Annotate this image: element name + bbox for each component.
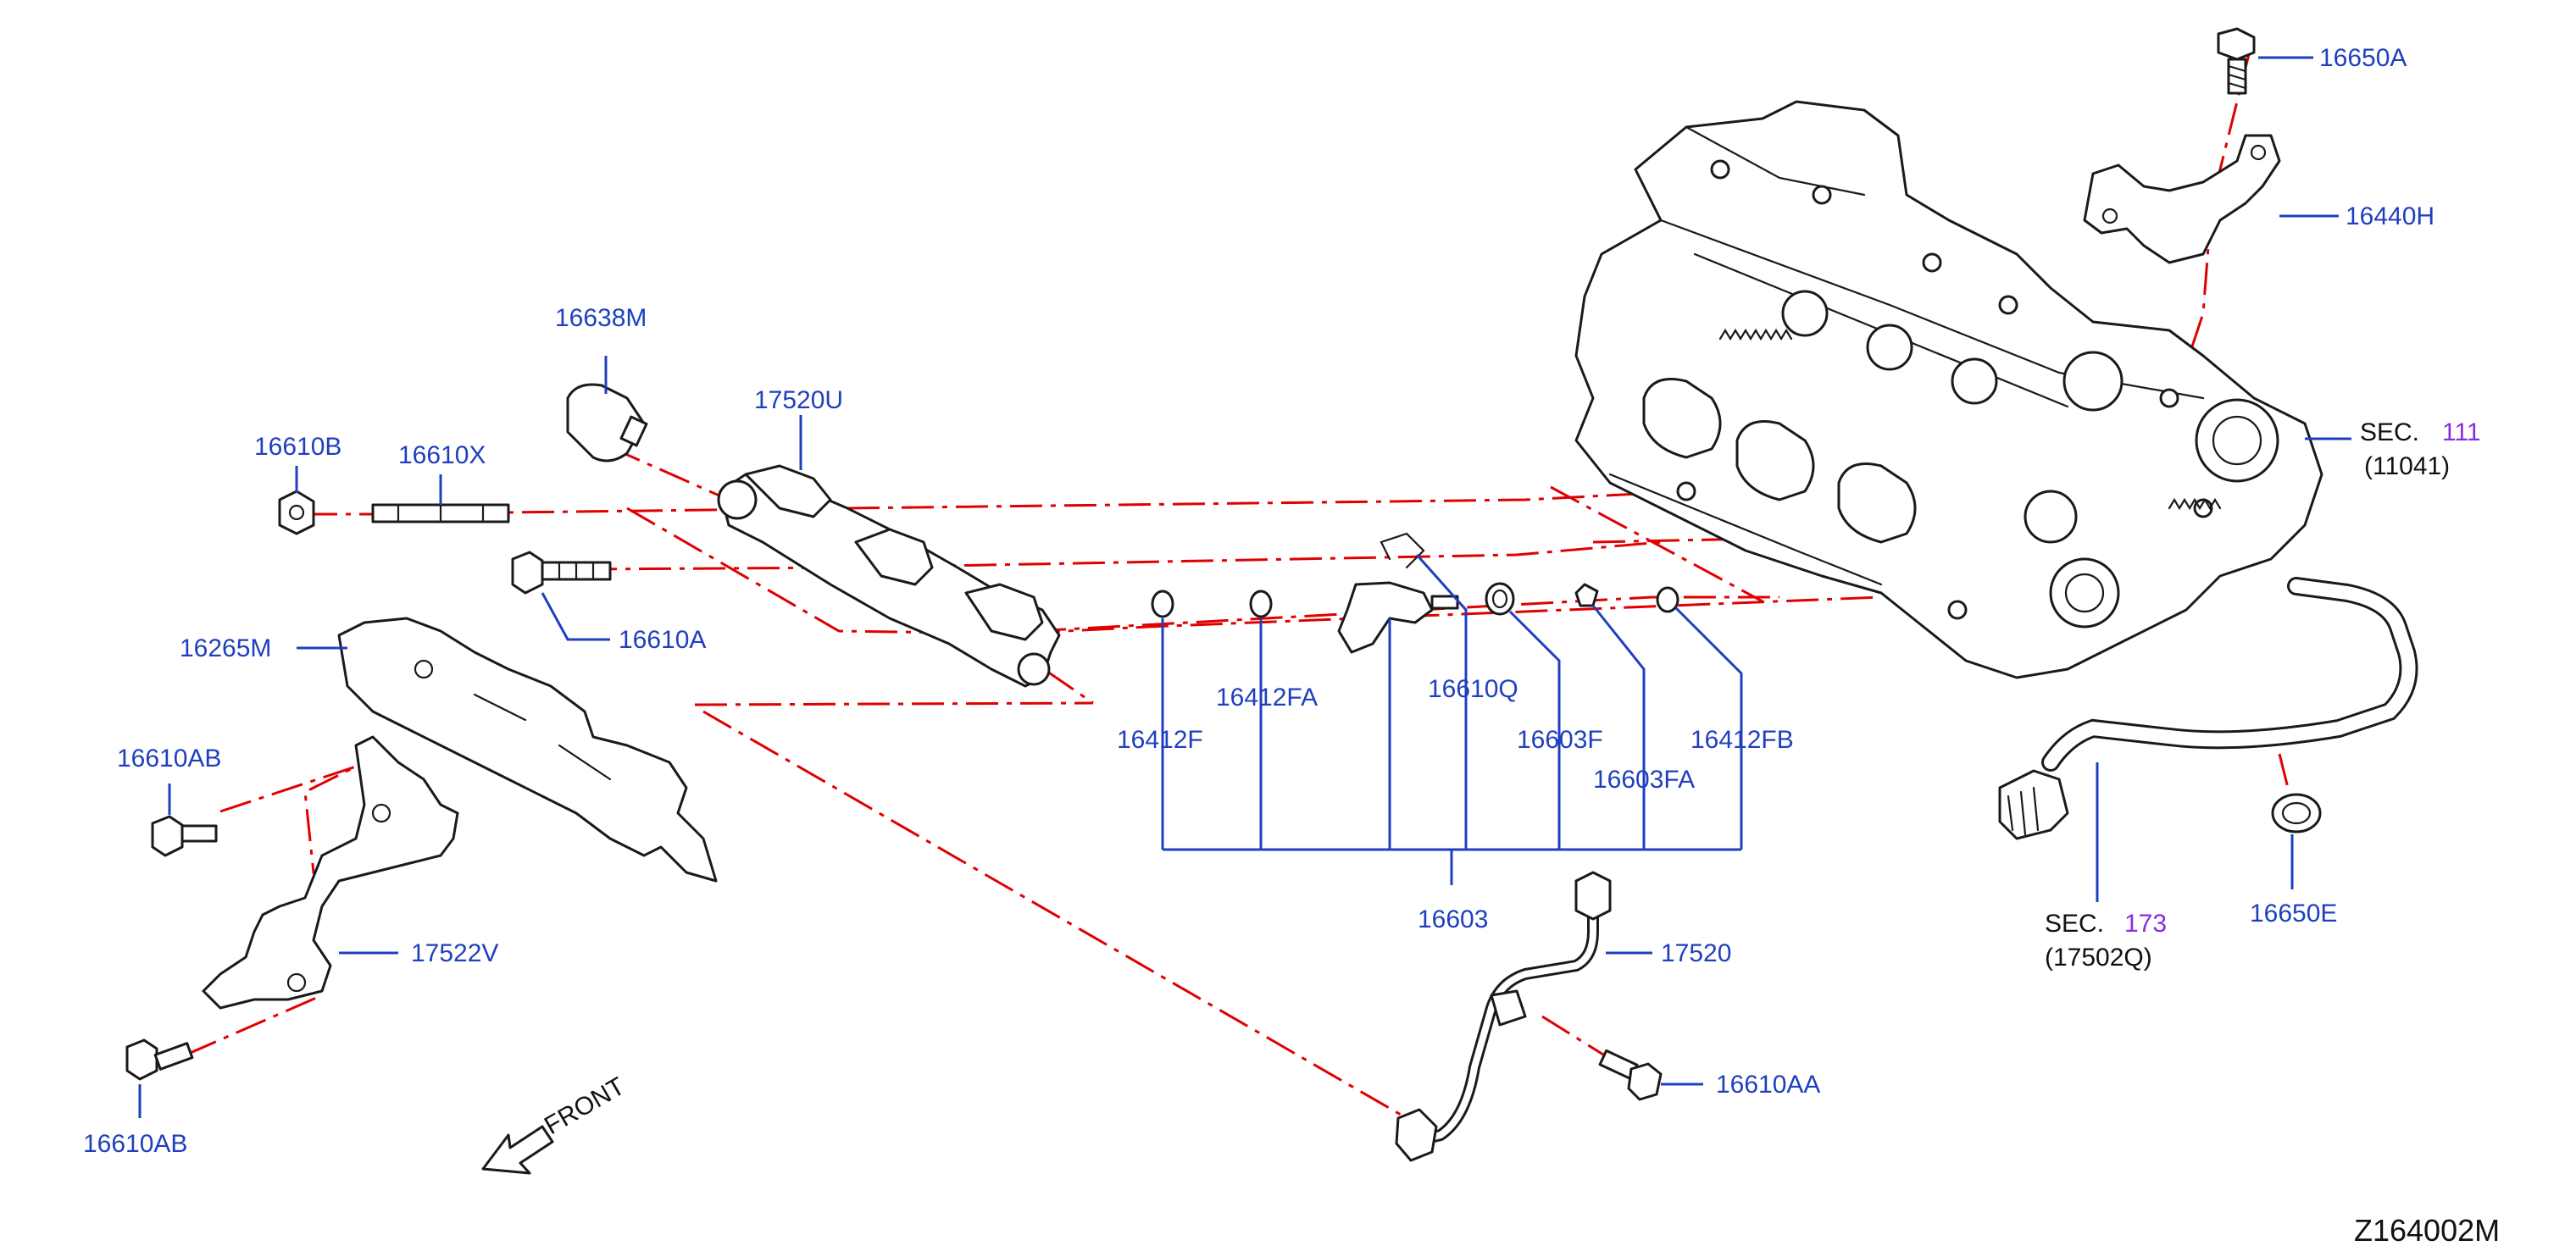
fuel-rail-17520u [717, 464, 1061, 688]
fuel-pipe-17520 [1395, 871, 1612, 1162]
clamp-16650e [2271, 793, 2322, 833]
label-16610q: 16610Q [1428, 675, 1518, 703]
label-16603fa: 16603FA [1593, 766, 1695, 794]
section-ref-111-sub: (11041) [2364, 452, 2450, 480]
label-16650e: 16650E [2250, 900, 2337, 928]
section-ref-173-prefix: SEC. [2045, 910, 2104, 938]
label-16412fb: 16412FB [1690, 726, 1794, 754]
oring-16412fb [1656, 586, 1679, 613]
section-ref-173-number: 173 [2124, 910, 2167, 938]
section-ref-111: SEC. 111 (11041) [2360, 418, 2481, 480]
label-17522v: 17522V [411, 939, 498, 967]
section-ref-111-prefix: SEC. [2360, 418, 2419, 446]
label-17520: 17520 [1661, 939, 1731, 967]
label-16610a: 16610A [619, 626, 706, 654]
label-16650a: 16650A [2319, 44, 2407, 72]
label-16638m: 16638M [555, 304, 647, 332]
label-16610b: 16610B [254, 433, 341, 461]
cylinder-head [1574, 100, 2323, 679]
diagram-reference-code: Z164002M [2354, 1213, 2500, 1248]
label-16610x: 16610X [398, 441, 486, 469]
front-arrow-icon [481, 1125, 554, 1175]
section-ref-173-sub: (17502Q) [2045, 944, 2152, 972]
stud-16610x [371, 503, 510, 523]
seal-16603fa [1574, 583, 1599, 607]
front-label: FRONT [540, 1072, 630, 1140]
oring-16412f [1151, 590, 1174, 618]
bolt-16610ab-top [151, 815, 218, 857]
bolt-16610a [511, 551, 612, 595]
label-16412f: 16412F [1117, 726, 1203, 754]
nut-16610b [278, 490, 315, 535]
label-16412fa: 16412FA [1216, 684, 1318, 712]
heat-shield-16265m [337, 617, 718, 883]
label-16265m: 16265M [180, 634, 271, 662]
clip-16610q [1380, 532, 1425, 569]
bracket-17522v [202, 735, 459, 1010]
label-16603: 16603 [1418, 905, 1488, 933]
oring-16412fa [1249, 590, 1273, 618]
label-16610ab-bottom: 16610AB [83, 1130, 187, 1158]
leader-lines [138, 56, 2351, 1118]
section-ref-111-number: 111 [2442, 418, 2481, 446]
bolt-16650a [2217, 27, 2256, 95]
injector [1337, 581, 1459, 654]
section-ref-173: SEC. 173 (17502Q) [2045, 910, 2167, 972]
part-labels: 16650A 16440H 16638M 17520U 16610B 16610… [83, 44, 2434, 1158]
label-16610ab-top: 16610AB [117, 745, 221, 772]
bolt-16610ab-bottom [125, 1038, 194, 1081]
label-16610aa: 16610AA [1716, 1071, 1820, 1099]
fuel-damper-16638m [566, 383, 648, 462]
bolt-16610aa [1598, 1049, 1663, 1101]
label-16603f: 16603F [1517, 726, 1603, 754]
oring-16603f [1485, 582, 1515, 616]
bracket-16440h [2083, 134, 2281, 264]
label-16440h: 16440H [2346, 202, 2434, 230]
fuel-hose-17502q [1998, 577, 2418, 840]
label-17520u: 17520U [754, 386, 843, 414]
